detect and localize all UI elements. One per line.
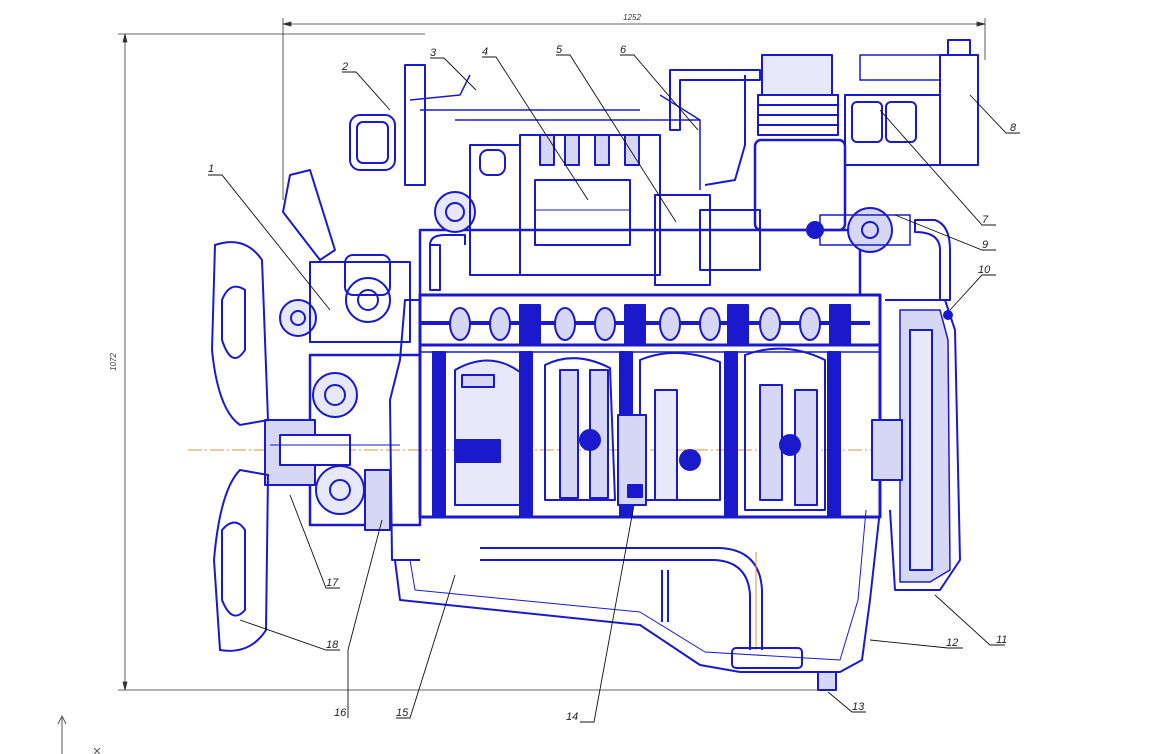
callout-17: 17 bbox=[326, 577, 339, 589]
oil-pickup-pipe bbox=[480, 547, 763, 650]
callout-13: 13 bbox=[852, 701, 865, 713]
oil-sump-inner bbox=[409, 509, 867, 661]
fuel-injection-pump bbox=[654, 194, 711, 286]
alternator bbox=[309, 261, 411, 343]
thermostat-housing bbox=[344, 254, 391, 296]
breather-pipe bbox=[669, 69, 761, 131]
fan-blade-lower bbox=[212, 468, 270, 652]
front-timing-cover bbox=[389, 299, 420, 561]
engine-body bbox=[264, 39, 979, 691]
ucs-axis-icon bbox=[57, 714, 101, 754]
callout-7: 7 bbox=[982, 214, 989, 226]
callout-10: 10 bbox=[978, 264, 991, 276]
compressor-head bbox=[761, 54, 833, 96]
drain-plug bbox=[817, 671, 837, 691]
oil-strainer bbox=[731, 647, 803, 669]
callout-5: 5 bbox=[556, 44, 563, 56]
cooling-fan bbox=[210, 241, 270, 652]
air-compressor bbox=[753, 138, 847, 232]
water-pump-pulley bbox=[312, 372, 358, 418]
fan-blade-upper bbox=[210, 241, 270, 427]
callout-3: 3 bbox=[430, 47, 437, 59]
callout-8: 8 bbox=[1010, 122, 1017, 134]
turbocharger bbox=[434, 191, 476, 233]
fuel-filter-housing bbox=[349, 114, 396, 171]
callout-18: 18 bbox=[326, 639, 339, 651]
alternator-pulley bbox=[279, 299, 317, 337]
callout-15: 15 bbox=[396, 707, 409, 719]
leader-lines bbox=[208, 54, 1020, 723]
injection-pump-housing bbox=[534, 179, 631, 246]
callout-11: 11 bbox=[996, 634, 1007, 646]
callout-2: 2 bbox=[341, 61, 348, 73]
callout-14: 14 bbox=[566, 711, 578, 723]
crank-pulley bbox=[315, 465, 365, 515]
fuel-pump bbox=[469, 144, 521, 276]
callout-1: 1 bbox=[208, 163, 214, 175]
length-dimension-label: 1252 bbox=[623, 13, 641, 22]
callout-labels: 1 2 3 4 5 6 7 8 9 10 11 12 13 14 15 16 1… bbox=[208, 44, 1017, 723]
oil-sump bbox=[394, 509, 881, 673]
water-outlet-pipe bbox=[282, 169, 336, 261]
callout-16: 16 bbox=[334, 707, 347, 719]
oil-cooler bbox=[844, 94, 941, 166]
speed-sensor bbox=[943, 310, 953, 320]
fuel-lines bbox=[409, 74, 701, 190]
oil-filter bbox=[939, 54, 979, 166]
height-dimension-label: 1072 bbox=[109, 353, 118, 371]
crankshaft-throws bbox=[454, 347, 826, 511]
callout-6: 6 bbox=[620, 44, 627, 56]
water-return-pipe bbox=[914, 219, 951, 301]
vibration-damper bbox=[364, 469, 391, 531]
drive-gear bbox=[847, 207, 893, 253]
camshaft bbox=[420, 304, 870, 344]
rear-crank-seal bbox=[871, 419, 903, 481]
oil-pickup-pipe-inner bbox=[480, 559, 751, 650]
dimension-lines bbox=[118, 18, 986, 691]
cylinder-head bbox=[418, 228, 862, 297]
callout-12: 12 bbox=[946, 637, 958, 649]
coolant-pipe bbox=[429, 234, 466, 246]
callout-4: 4 bbox=[482, 46, 488, 58]
callout-9: 9 bbox=[982, 239, 988, 251]
